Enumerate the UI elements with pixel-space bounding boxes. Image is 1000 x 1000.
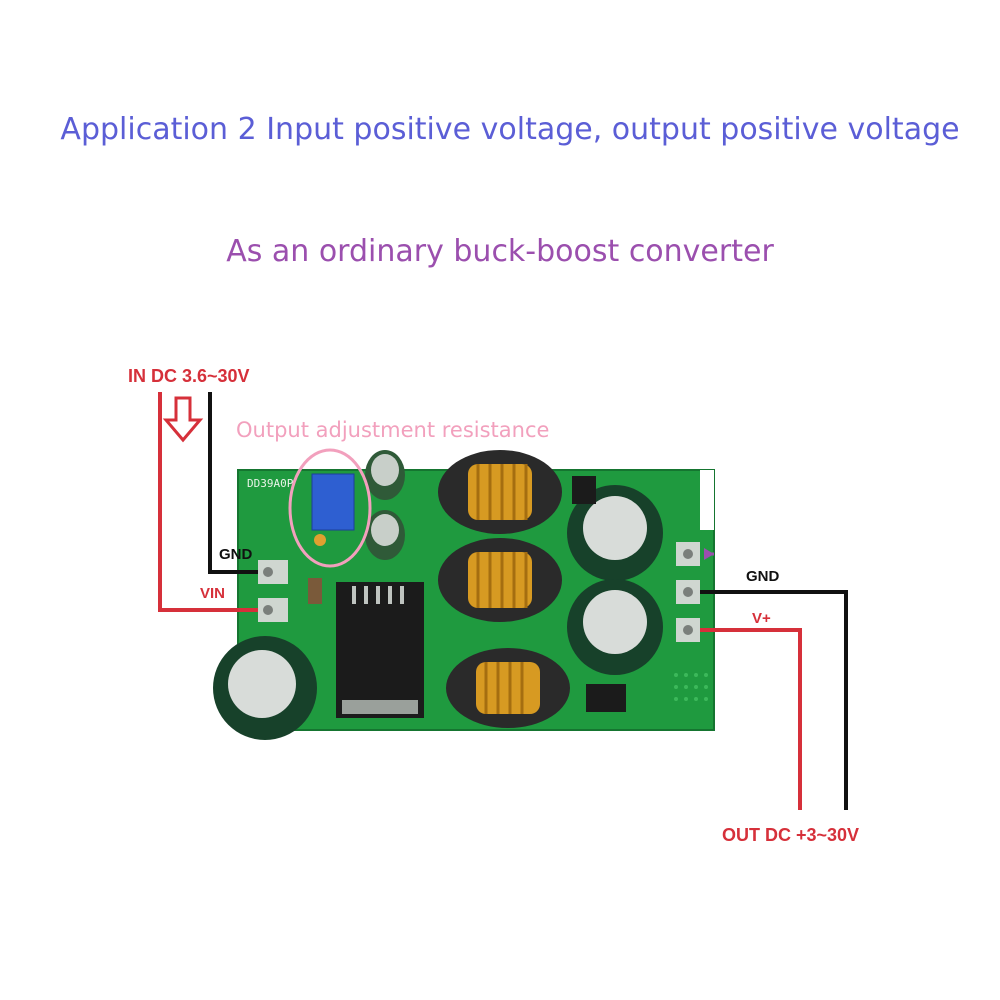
input-voltage-label: IN DC 3.6~30V bbox=[128, 366, 250, 386]
output-voltage-label: OUT DC +3~30V bbox=[722, 825, 860, 845]
capacitor-large-output-2 bbox=[567, 579, 663, 675]
page-title: Application 2 Input positive voltage, ou… bbox=[60, 112, 960, 147]
vin-label: VIN bbox=[200, 585, 226, 602]
board-model-text: DD39A0P bbox=[247, 477, 294, 490]
inductor-top bbox=[438, 450, 562, 534]
regulator-ic bbox=[336, 582, 424, 718]
page-subtitle: As an ordinary buck-boost converter bbox=[226, 234, 774, 269]
pcb-via-grid bbox=[674, 673, 708, 701]
inductor-bottom bbox=[446, 648, 570, 728]
gnd-output-label: GND bbox=[746, 568, 780, 585]
gnd-out-wire bbox=[700, 590, 848, 810]
gnd-in-wire bbox=[208, 392, 258, 574]
adjustment-highlight bbox=[288, 448, 372, 568]
smd-c2 bbox=[308, 578, 322, 604]
capacitor-large-input bbox=[213, 636, 317, 740]
capacitor-large-output-1 bbox=[567, 485, 663, 581]
input-arrow-icon bbox=[162, 396, 204, 443]
gnd-input-label: GND bbox=[219, 546, 253, 563]
smd-diode bbox=[586, 684, 626, 712]
vplus-wire bbox=[700, 628, 802, 810]
smd-top-right bbox=[572, 476, 596, 504]
inductor-middle bbox=[438, 538, 562, 622]
trimmer-potentiometer bbox=[311, 473, 355, 531]
pcb-board-cutout bbox=[700, 470, 714, 530]
vplus-label: V+ bbox=[752, 610, 771, 627]
vin-wire bbox=[158, 392, 258, 612]
adjustment-resistance-label: Output adjustment resistance bbox=[236, 418, 550, 442]
